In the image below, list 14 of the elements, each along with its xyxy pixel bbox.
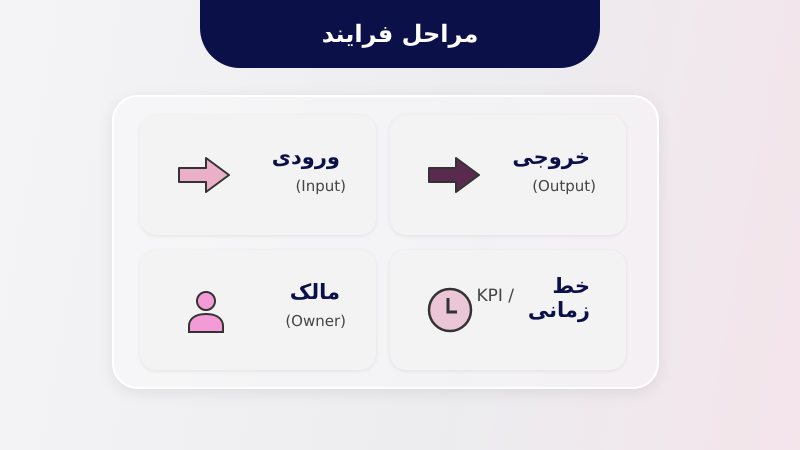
step-subtitle: (Output) [532,177,596,195]
step-subtitle: (Input) [295,177,346,195]
step-title: ورودی [272,145,340,169]
step-subtitle: (Owner) [285,312,346,330]
step-card [390,250,626,370]
step-title: خروجی [512,145,590,169]
glass-panel [112,95,659,389]
step-title: مالک [290,280,340,304]
step-card [140,115,376,235]
step-title: خط زمانی [526,274,590,322]
step-card [140,250,376,370]
step-card [390,115,626,235]
step-subtitle: KPI / [476,286,514,306]
title-banner: مراحل فرایند [200,0,600,68]
